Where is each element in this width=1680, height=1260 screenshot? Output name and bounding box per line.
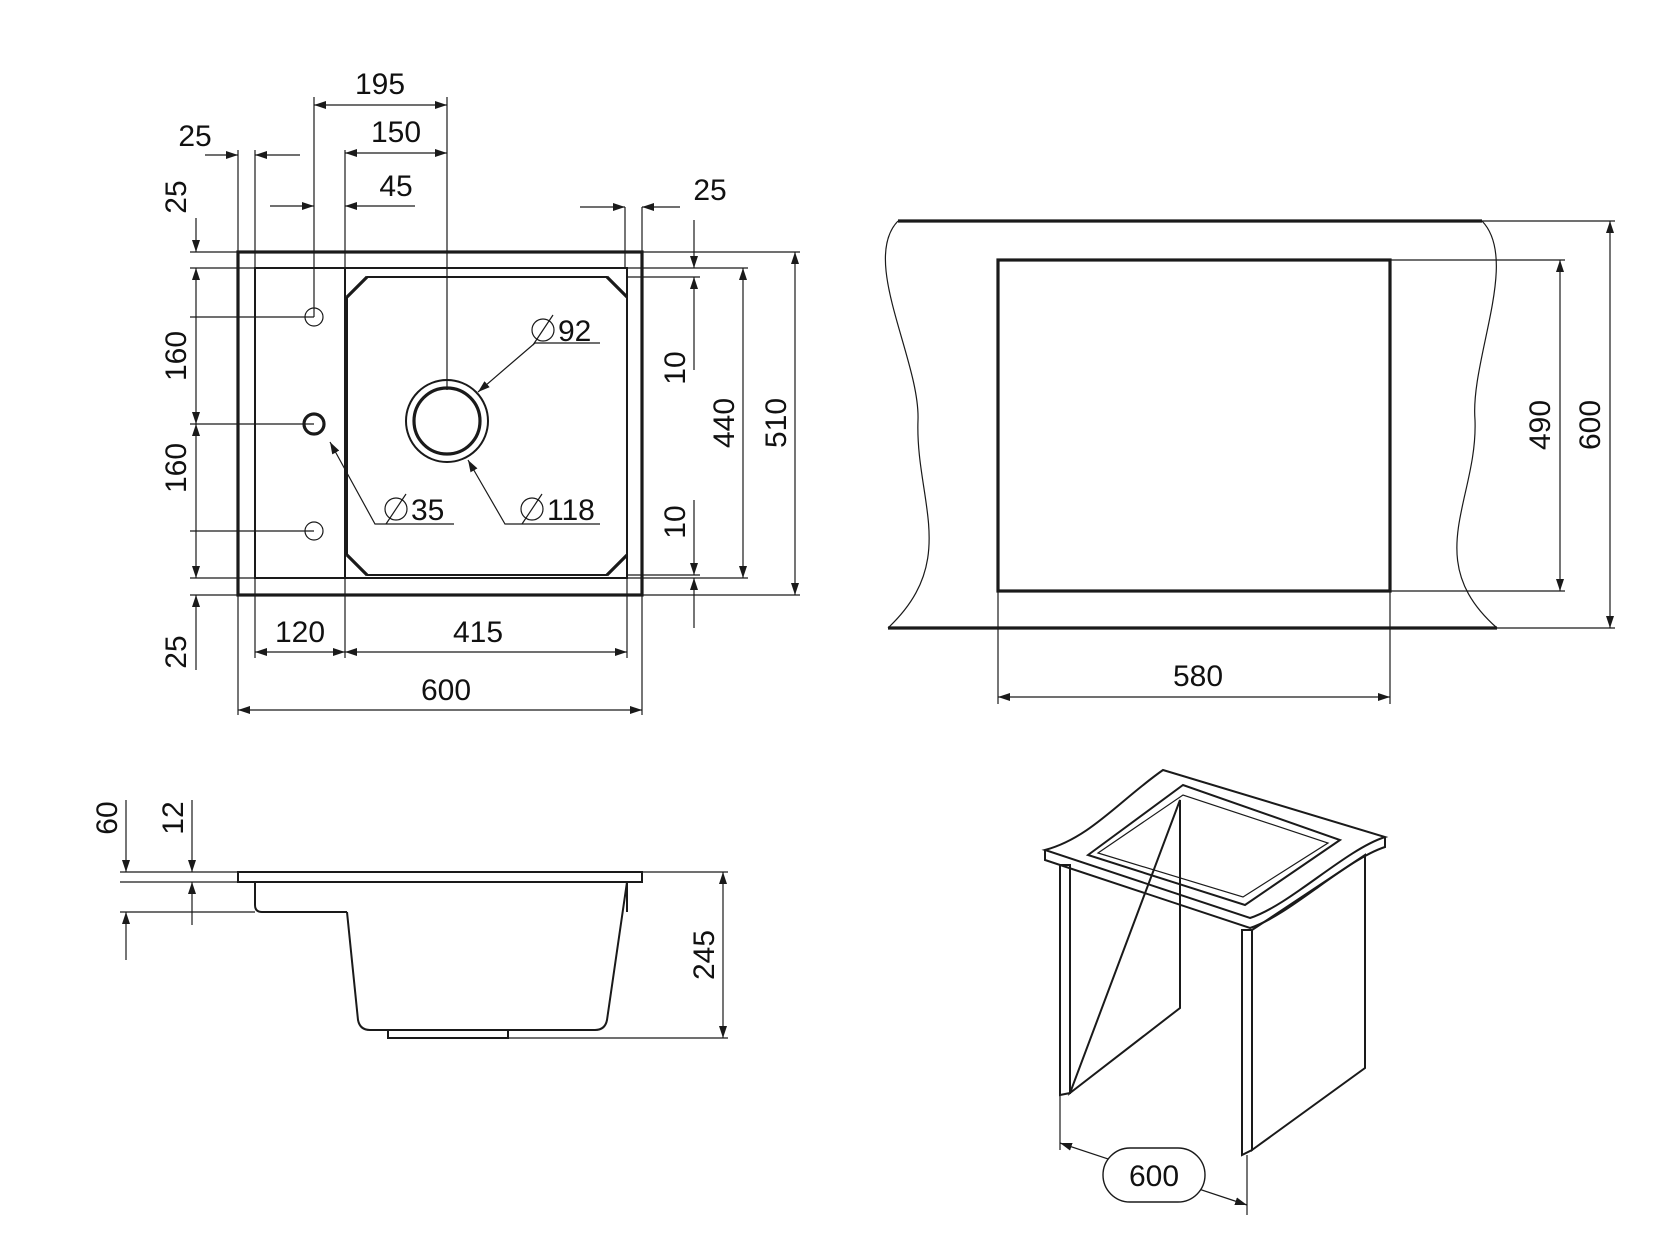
dim-580-label: 580 [1173,660,1223,693]
wing-profile [254,882,347,913]
cabinet-view: 600 [1041,768,1389,1215]
dim-150-label: 150 [371,116,421,149]
dim-600-cabinet-label: 600 [1129,1160,1179,1193]
cabinet-right-side [1251,853,1366,1152]
countertop-break-right [1456,220,1498,629]
dim-25-left-label: 25 [160,180,193,213]
dim-25-right-label: 25 [693,174,726,207]
dim-45-label: 45 [379,170,412,203]
dim-10-top-label: 10 [659,351,692,384]
diameter-icon [384,493,408,525]
countertop-3d-front [1044,837,1386,930]
dim-d35-label: 35 [411,494,444,527]
diameter-icon [520,493,544,525]
dim-600-top-view-label: 600 [421,674,471,707]
dim-600-cutout-label: 600 [1574,400,1607,450]
countertop-break-left [884,220,930,629]
bowl-profile [346,881,628,1031]
drain-profile [387,1029,509,1039]
dim-440-label: 440 [708,398,741,448]
dim-12-label: 12 [157,801,190,834]
dim-25-bottom-label: 25 [160,635,193,668]
dim-510-label: 510 [760,398,793,448]
dim-160b-label: 160 [160,443,193,493]
dim-d118-label: 118 [547,494,595,527]
dim-d92-label: 92 [558,315,591,348]
side-view: 60 12 245 [91,800,728,1039]
dim-60-label: 60 [91,801,124,834]
cabinet-back-panel [1067,799,1181,1096]
drain-inner-circle [412,386,482,456]
sink-rim-profile [237,871,643,883]
dim-160a-label: 160 [160,331,193,381]
dim-415-label: 415 [453,616,503,649]
dim-120-label: 120 [275,616,325,649]
dim-25-top-label: 25 [178,120,211,153]
cabinet-right-panel [1241,929,1253,1157]
cutout-rectangle [996,258,1392,593]
dim-490-label: 490 [1524,400,1557,450]
dim-195-label: 195 [355,68,405,101]
countertop-3d-opening [1085,783,1343,907]
dim-10-bottom-label: 10 [659,505,692,538]
dim-600-cabinet-badge [1102,1147,1206,1203]
top-view: 195 150 45 25 25 25 160 160 25 [160,68,800,715]
drain-outer-circle [405,379,489,463]
diameter-icon [531,314,555,346]
cutout-view: 490 600 580 [884,219,1615,704]
dim-245-label: 245 [688,930,721,980]
cabinet-left-panel [1059,864,1071,1097]
